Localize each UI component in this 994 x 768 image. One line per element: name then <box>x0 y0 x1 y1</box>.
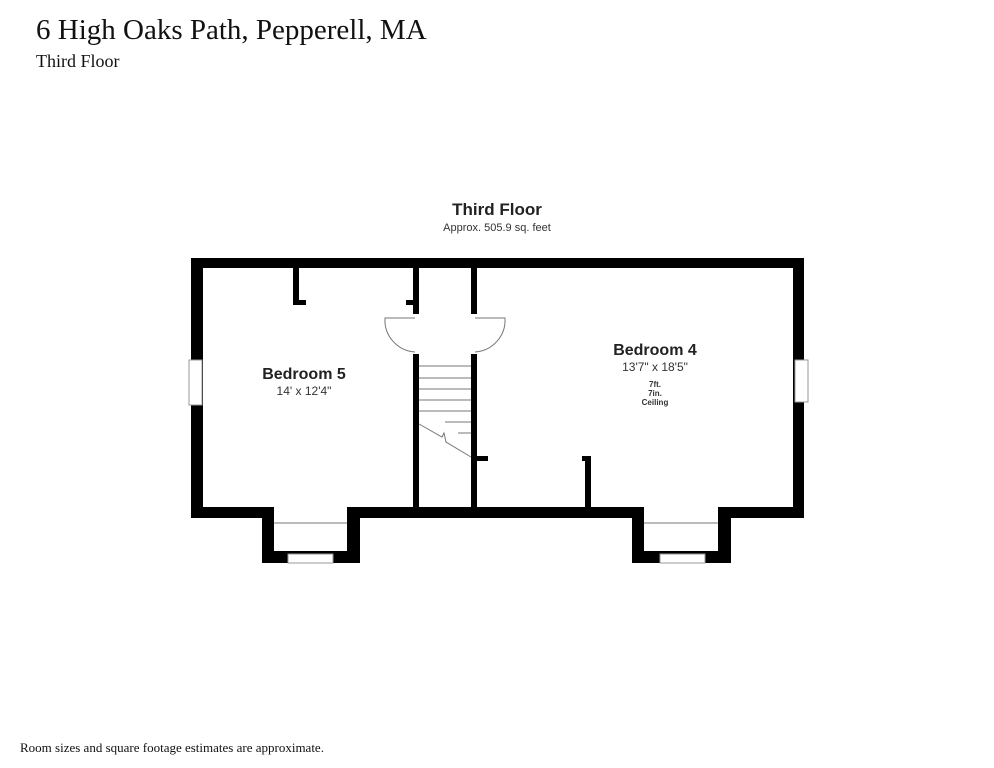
window-right <box>794 359 809 403</box>
disclaimer: Room sizes and square footage estimates … <box>20 740 324 755</box>
room-bedroom-5: Bedroom 5 14' x 12'4" <box>234 366 374 398</box>
page-title: 6 High Oaks Path, Pepperell, MA <box>36 14 427 46</box>
room-name: Bedroom 4 <box>613 342 697 359</box>
door-bedroom5 <box>384 317 416 353</box>
window-left <box>188 359 203 406</box>
door-bedroom4 <box>474 317 506 353</box>
room-name: Bedroom 5 <box>262 366 346 383</box>
floor-label: Third Floor <box>452 200 542 219</box>
floor-area: Approx. 505.9 sq. feet <box>443 222 551 234</box>
ceiling-height: 7ft. 7in. Ceiling <box>580 380 730 407</box>
staircase <box>418 365 472 458</box>
ceiling-label: Ceiling <box>641 398 669 407</box>
window-bedroom4 <box>659 553 706 564</box>
page-subtitle: Third Floor <box>36 51 120 71</box>
room-size: 13'7" x 18'5" <box>622 360 688 374</box>
ceiling-ft: 7ft. <box>649 380 661 389</box>
walls <box>191 258 804 563</box>
ceiling-in: 7in. <box>648 389 662 398</box>
room-bedroom-4: Bedroom 4 13'7" x 18'5" 7ft. 7in. Ceilin… <box>580 342 730 407</box>
window-bedroom5 <box>287 553 334 564</box>
room-size: 14' x 12'4" <box>276 384 332 398</box>
